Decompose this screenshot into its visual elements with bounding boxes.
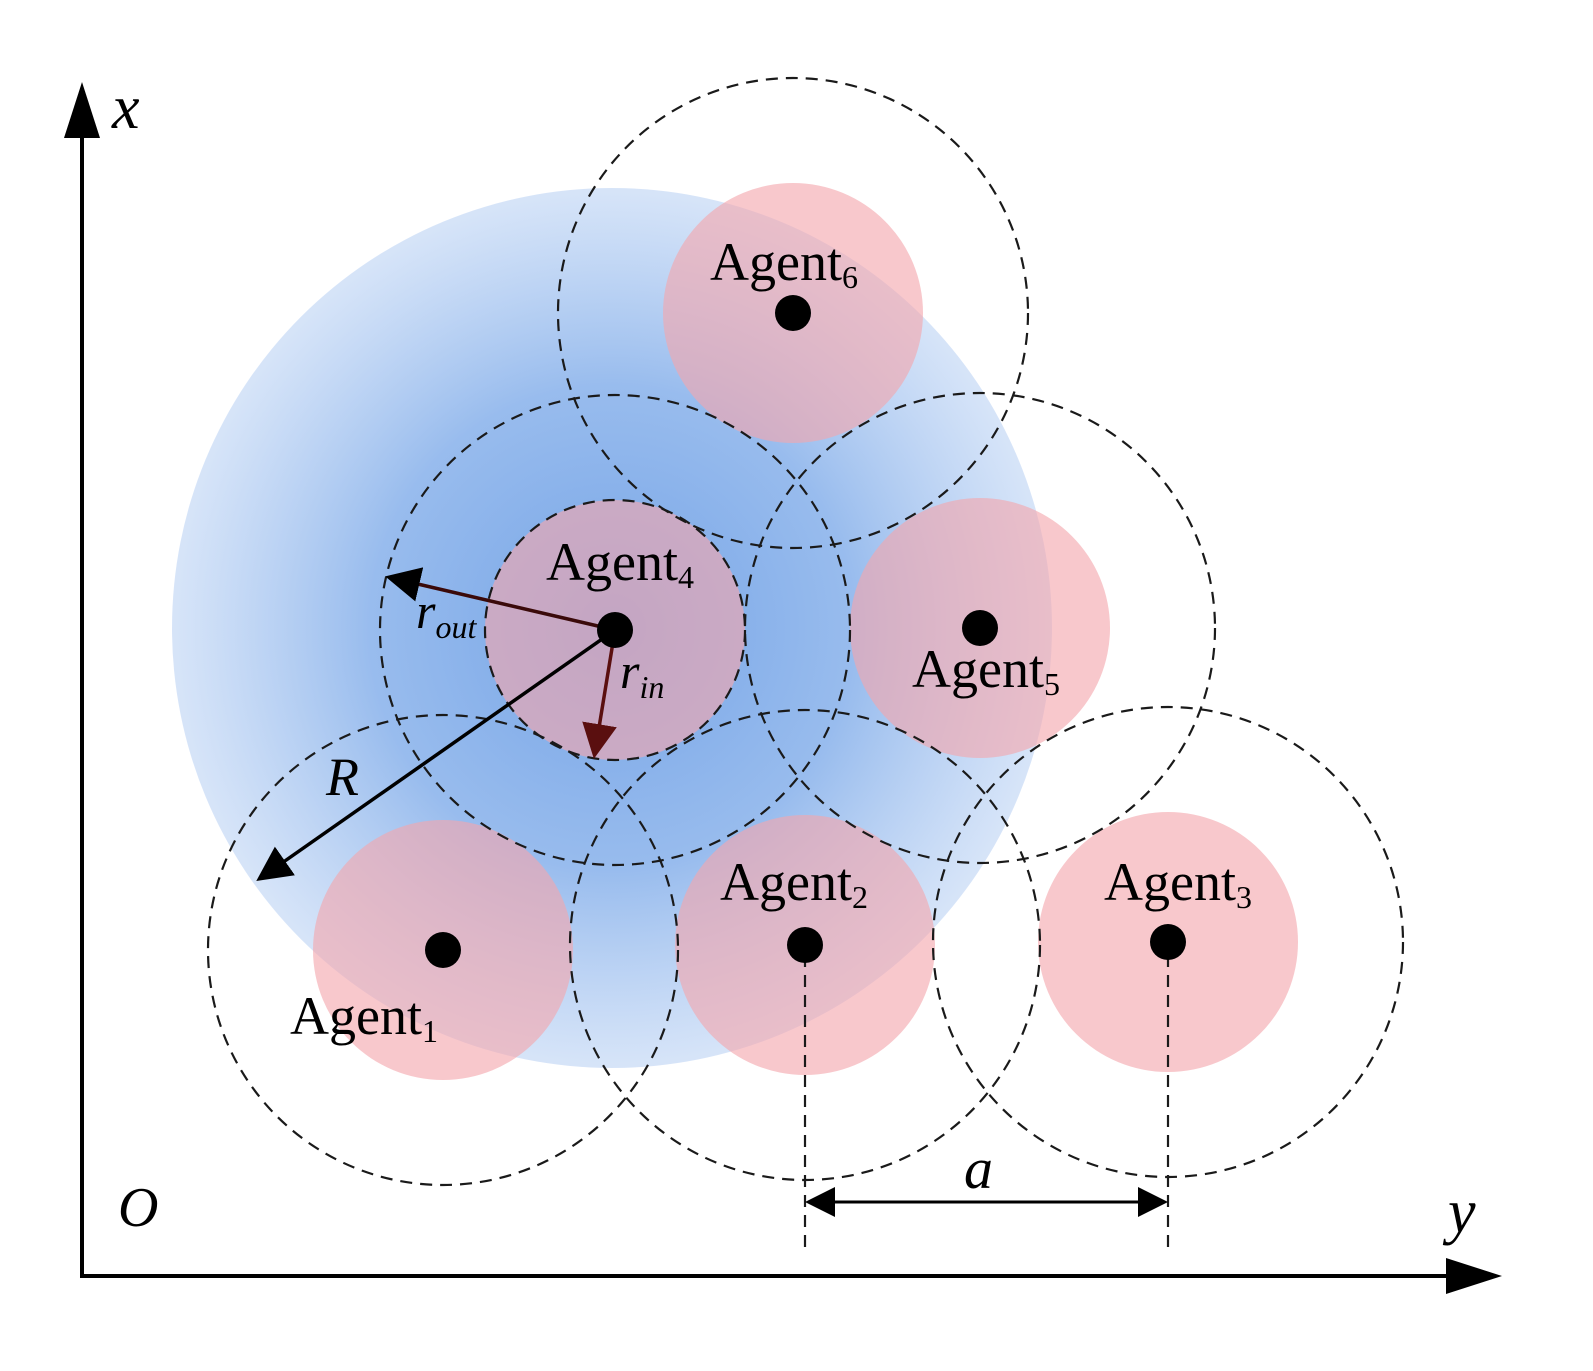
origin-label: O xyxy=(118,1177,158,1239)
agent-5-label: Agent5 xyxy=(912,639,1060,702)
agent-5-center xyxy=(962,610,998,646)
agent-1-label: Agent1 xyxy=(290,986,438,1049)
x-axis-label: x xyxy=(111,74,140,142)
agent-3-label: Agent3 xyxy=(1104,852,1252,915)
agent-2-label: Agent2 xyxy=(720,852,868,915)
agent-5-outer-circle xyxy=(743,391,1217,865)
r-in-label: rin xyxy=(620,643,664,705)
R-label: R xyxy=(325,747,359,807)
r-out-arrow xyxy=(385,567,616,632)
agent-1-center xyxy=(425,932,461,968)
r-out-label: rout xyxy=(416,583,477,645)
y-axis-label: y xyxy=(1442,1178,1476,1246)
agent-2-center xyxy=(787,927,823,963)
R-arrow xyxy=(256,628,617,882)
agent-4-center xyxy=(597,612,633,648)
agent-3-center xyxy=(1150,924,1186,960)
r-in-arrow xyxy=(582,629,617,759)
agent-6-outer-circle xyxy=(556,76,1030,550)
spacing-label: a xyxy=(964,1136,993,1201)
agent-4-inner-boundary xyxy=(483,498,747,762)
agent-6-label: Agent6 xyxy=(710,232,858,295)
agent-center-dots xyxy=(425,295,1186,968)
x-axis-arrowhead xyxy=(64,82,100,138)
agent-1-outer-circle xyxy=(206,713,680,1187)
agent-outer-regions xyxy=(206,76,1405,1187)
y-axis-arrowhead xyxy=(1446,1258,1502,1294)
agent-6-center xyxy=(775,295,811,331)
agent-4-outer-circle xyxy=(378,393,852,867)
agent-4-label: Agent4 xyxy=(546,532,694,595)
